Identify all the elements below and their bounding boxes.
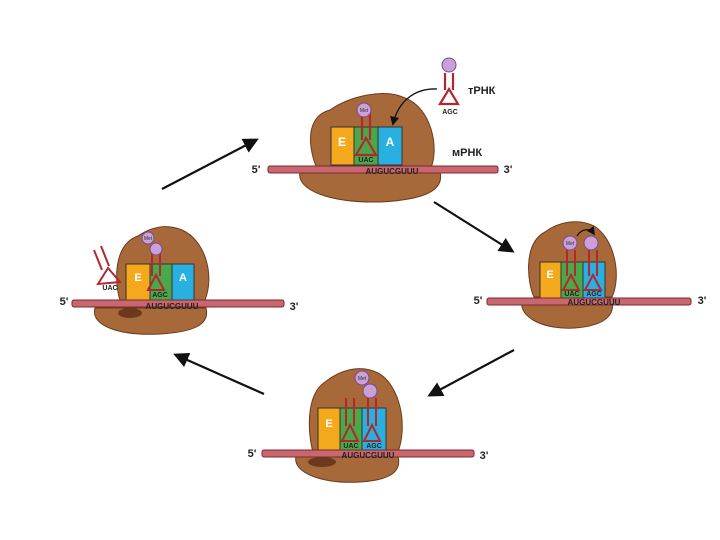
met-amino-acid (356, 102, 372, 118)
met-amino-acid (354, 370, 370, 386)
site-e-label: E (134, 272, 141, 284)
met-label: Met (566, 241, 575, 247)
anticodon-label: AGC (152, 292, 168, 299)
trna-p-site (561, 250, 581, 291)
met-amino-acid (141, 231, 155, 245)
ribosome-groove (308, 457, 336, 467)
ribosome-small-subunit (94, 307, 208, 335)
peptide-transfer-arrow (576, 226, 595, 237)
stage-left: E A Met AGC UAC AUGUCGUUU 5' 3' (60, 226, 299, 335)
site-a-label: A (179, 272, 187, 284)
site-e-label: E (325, 418, 332, 430)
met-label: Met (358, 376, 367, 382)
met-amino-acid (562, 235, 578, 251)
sequence-label: AUGUCGUUU (366, 167, 419, 176)
trna-entry-arrow (390, 88, 438, 126)
sequence-label: AUGUCGUUU (342, 451, 395, 460)
anticodon-label: UAC (564, 291, 579, 298)
amino-acid (362, 383, 378, 399)
anticodon-label: AGC (366, 443, 382, 450)
incoming-anticodon-label: AGC (442, 109, 458, 116)
mrna-label: мРНК (452, 147, 482, 159)
anticodon-label: UAC (343, 443, 358, 450)
stage-top: E A Met UAC AUGUCGUUU 5' 3' AGC тРНК мРН… (252, 57, 513, 203)
trna-p-site (146, 252, 166, 291)
departing-trna (93, 245, 123, 286)
site-e-label: E (338, 135, 346, 149)
site-a (377, 126, 403, 166)
met-label: Met (144, 236, 153, 242)
five-prime-label: 5' (474, 295, 483, 307)
anticodon-label: UAC (358, 157, 373, 164)
ribosome-groove (118, 308, 142, 318)
five-prime-label: 5' (248, 448, 257, 460)
site-e-label: E (546, 269, 553, 281)
mrna-strand (486, 297, 692, 306)
cycle-arrow-top-to-right (433, 201, 515, 253)
mrna-strand (267, 165, 499, 174)
cycle-arrow-right-to-bottom (427, 349, 515, 397)
three-prime-label: 3' (504, 164, 513, 176)
sequence-label: AUGUCGUUU (146, 302, 199, 311)
trna-label: тРНК (468, 85, 496, 97)
five-prime-label: 5' (252, 164, 261, 176)
amino-acid (149, 242, 163, 256)
five-prime-label: 5' (60, 296, 69, 308)
stage-right: E Met UAC AGC AUGUCGUUU 5' 3' (474, 221, 707, 329)
three-prime-label: 3' (290, 301, 299, 313)
amino-acid (583, 235, 599, 251)
mrna-strand (261, 449, 475, 458)
departing-anticodon-label: UAC (102, 285, 117, 292)
three-prime-label: 3' (480, 450, 489, 462)
cycle-arrow-bottom-to-left (173, 352, 265, 396)
anticodon-label: AGC (586, 291, 602, 298)
trna-a-site (362, 398, 382, 442)
ribosome-small-subunit (521, 299, 614, 329)
three-prime-label: 3' (698, 295, 707, 307)
sequence-label: AUGUCGUUU (568, 298, 621, 307)
stage-bottom: E Met UAC AGC AUGUCGUUU 5' 3' (248, 368, 489, 483)
incoming-trna (438, 57, 460, 106)
met-label: Met (360, 108, 369, 114)
mrna-strand (71, 299, 285, 308)
trna-a-site (583, 250, 603, 291)
site-a-label: A (386, 135, 395, 149)
site-p (353, 126, 379, 166)
cycle-arrow-left-to-top (161, 138, 259, 190)
trna-p-site (340, 398, 360, 442)
ribosome-small-subunit (299, 171, 442, 203)
